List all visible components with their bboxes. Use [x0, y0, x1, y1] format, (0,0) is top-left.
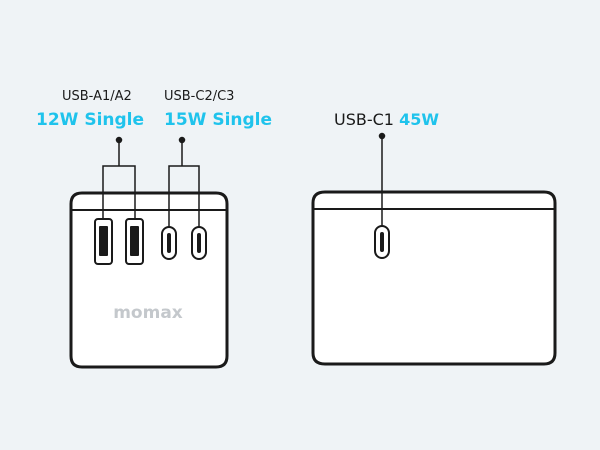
usb-a-power-label: 12W Single — [36, 110, 145, 130]
usb-c2-port — [161, 226, 177, 260]
usb-a-port-label: USB-A1/A2 — [62, 89, 132, 104]
usb-c3-port — [191, 226, 207, 260]
usb-c-port-label: USB-C2/C3 — [164, 89, 235, 104]
usb-c1-leader-line — [378, 132, 386, 226]
usb-a1-port — [94, 218, 113, 265]
momax-logo: momax — [113, 303, 183, 323]
usb-a-leader-lines — [102, 136, 136, 219]
usb-c1-power: 45W — [399, 110, 439, 129]
usb-c-power-label: 15W Single — [164, 110, 273, 130]
usb-a2-port — [125, 218, 144, 265]
left-charger: momax — [69, 136, 229, 369]
right-charger-body — [311, 190, 557, 366]
left-charger-body — [69, 191, 229, 369]
usb-c-leader-lines — [168, 136, 200, 227]
usb-c1-port-name: USB-C1 — [334, 110, 394, 129]
usb-c1-label: USB-C1 45W — [334, 112, 439, 128]
right-charger — [311, 132, 557, 366]
usb-c1-port — [374, 225, 390, 259]
